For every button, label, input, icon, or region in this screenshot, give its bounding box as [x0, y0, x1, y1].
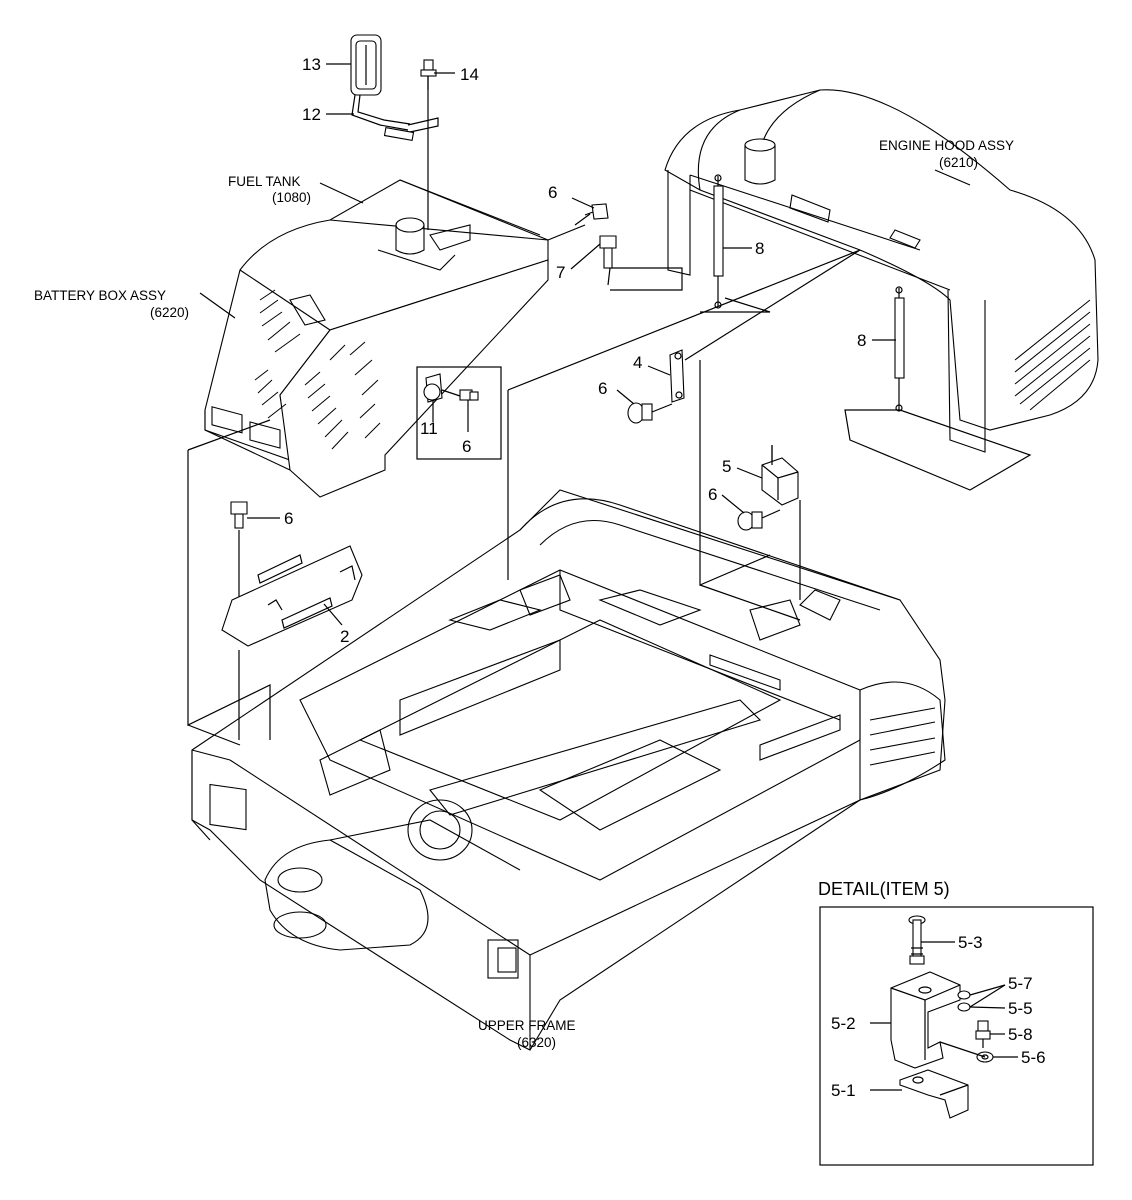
callout-14: 14 — [460, 65, 479, 84]
callout-6-item5: 6 — [708, 485, 717, 504]
callout-4: 4 — [633, 353, 642, 372]
part-7-bolt — [599, 235, 617, 269]
part-13-level-gauge — [350, 34, 382, 96]
upper-frame-drawing — [191, 489, 946, 1051]
detail-callout-5-7: 5-7 — [1008, 974, 1033, 993]
detail-callout-5-2: 5-2 — [831, 1014, 856, 1033]
callout-2: 2 — [340, 627, 349, 646]
part-2-battery-plate — [221, 545, 363, 647]
upper-frame-code: (6320) — [517, 1035, 556, 1050]
battery-box-label: BATTERY BOX ASSY — [34, 288, 166, 303]
engine-hood-drawing — [664, 89, 1099, 453]
callout-12: 12 — [302, 105, 321, 124]
engine-hood-code: (6210) — [939, 155, 978, 170]
callout-5: 5 — [722, 457, 731, 476]
detail-callout-5-3: 5-3 — [958, 933, 983, 952]
callout-8-right: 8 — [857, 331, 866, 350]
callout-6-mid: 6 — [598, 379, 607, 398]
callout-6-box: 6 — [462, 437, 471, 456]
gas-spring-right — [894, 286, 905, 412]
leader-planes — [187, 70, 1032, 746]
inset-box — [416, 366, 502, 460]
part-5-bracket — [761, 445, 799, 506]
detail-callout-5-1: 5-1 — [831, 1081, 856, 1100]
part-4-bracket — [669, 349, 685, 403]
part-6-plate-bolt — [230, 501, 248, 529]
fuel-tank-battery-box-drawing — [204, 179, 549, 498]
part-14-bolt — [420, 59, 437, 90]
battery-box-code: (6220) — [150, 305, 189, 320]
detail-callout-5-5: 5-5 — [1008, 999, 1033, 1018]
part-6-top-bolt — [574, 203, 609, 226]
fuel-tank-code: (1080) — [272, 190, 311, 205]
fuel-tank-label: FUEL TANK — [228, 174, 301, 189]
part-6-item5-bolt — [737, 509, 781, 531]
gas-spring-left — [713, 174, 724, 309]
engine-hood-label: ENGINE HOOD ASSY — [879, 138, 1014, 153]
part-6-mid-bolt — [627, 402, 673, 424]
detail-callout-5-8: 5-8 — [1008, 1025, 1033, 1044]
callout-11: 11 — [420, 419, 438, 438]
callout-6-plate: 6 — [284, 509, 293, 528]
part-12-hose — [351, 94, 439, 142]
upper-frame-label: UPPER FRAME — [478, 1018, 576, 1033]
callout-leaders — [199, 63, 971, 626]
detail-item5-drawing — [819, 906, 1094, 1166]
callout-6-top: 6 — [548, 183, 557, 202]
callout-8-left: 8 — [755, 239, 764, 258]
detail-callout-5-6: 5-6 — [1021, 1048, 1046, 1067]
detail-title: DETAIL(ITEM 5) — [818, 879, 950, 899]
callout-7: 7 — [556, 263, 565, 282]
callout-13: 13 — [302, 55, 321, 74]
